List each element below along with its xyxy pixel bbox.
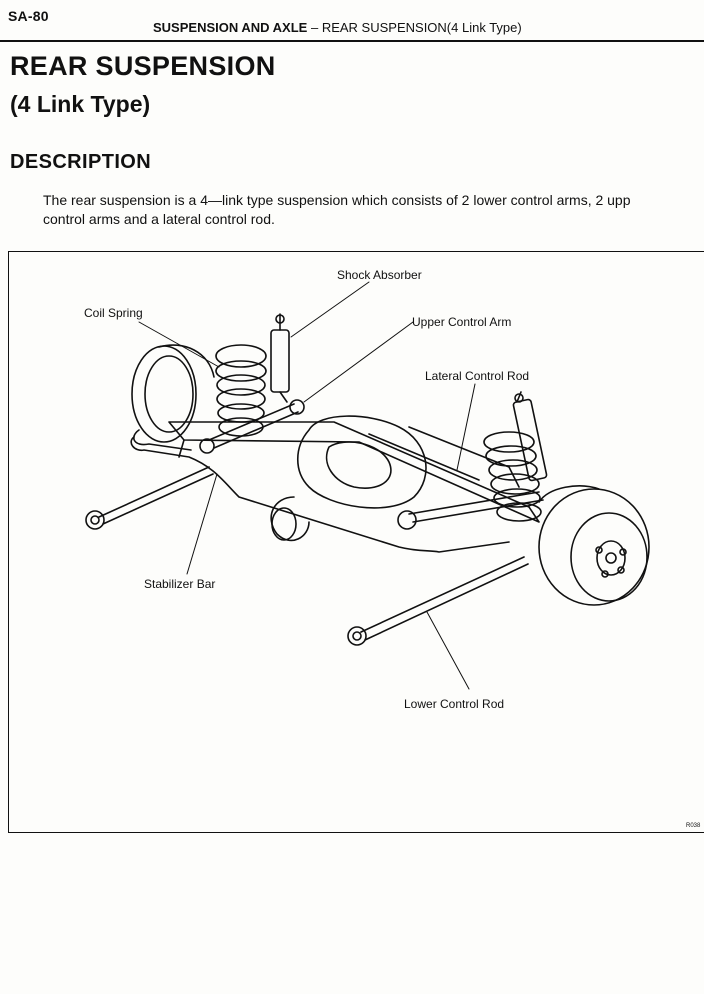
label-coil-spring: Coil Spring [84, 306, 143, 320]
running-header: SUSPENSION AND AXLE – REAR SUSPENSION(4 … [153, 20, 522, 35]
running-header-dash: – [310, 20, 319, 35]
right-shock-absorber [512, 391, 548, 482]
label-shock-absorber: Shock Absorber [337, 268, 422, 282]
leader-stabilizer-bar [186, 473, 218, 575]
left-brake-drum [131, 344, 215, 443]
page-title: REAR SUSPENSION [10, 51, 276, 81]
label-lower-control-rod: Lower Control Rod [404, 697, 505, 711]
rear-axle-housing [168, 415, 540, 542]
leader-lines [138, 281, 476, 690]
right-lower-control-rod [347, 556, 529, 646]
header-rule [0, 40, 704, 42]
description-text-line-1: The rear suspension is a 4—link type sus… [43, 192, 631, 208]
description-text-line-2: control arms and a lateral control rod. [43, 211, 275, 227]
label-lateral-control-rod: Lateral Control Rod [425, 369, 530, 383]
description-heading: DESCRIPTION [10, 151, 152, 173]
left-lower-control-rod [85, 466, 214, 530]
leader-upper-control-arm [303, 321, 414, 403]
label-upper-control-arm: Upper Control Arm [412, 315, 512, 329]
running-header-section: SUSPENSION AND AXLE [153, 20, 308, 35]
suspension-diagram: Shock Absorber Coil Spring Upper Control… [8, 251, 704, 833]
right-brake-drum [538, 485, 650, 606]
leader-lower-control-rod [426, 611, 470, 690]
label-stabilizer-bar: Stabilizer Bar [144, 577, 216, 591]
figure-code: R038 [686, 823, 701, 829]
running-header-subsection: REAR SUSPENSION(4 Link Type) [321, 20, 522, 35]
leader-coil-spring [138, 321, 220, 368]
page-number: SA-80 [8, 8, 49, 24]
leader-shock-absorber [290, 281, 370, 338]
right-coil-spring [483, 431, 542, 522]
stabilizer-bar [130, 429, 510, 553]
page-subtitle: (4 Link Type) [10, 91, 151, 117]
left-shock-absorber [270, 313, 290, 403]
suspension-illustration [85, 281, 650, 690]
leader-lateral-control-rod [456, 383, 476, 471]
